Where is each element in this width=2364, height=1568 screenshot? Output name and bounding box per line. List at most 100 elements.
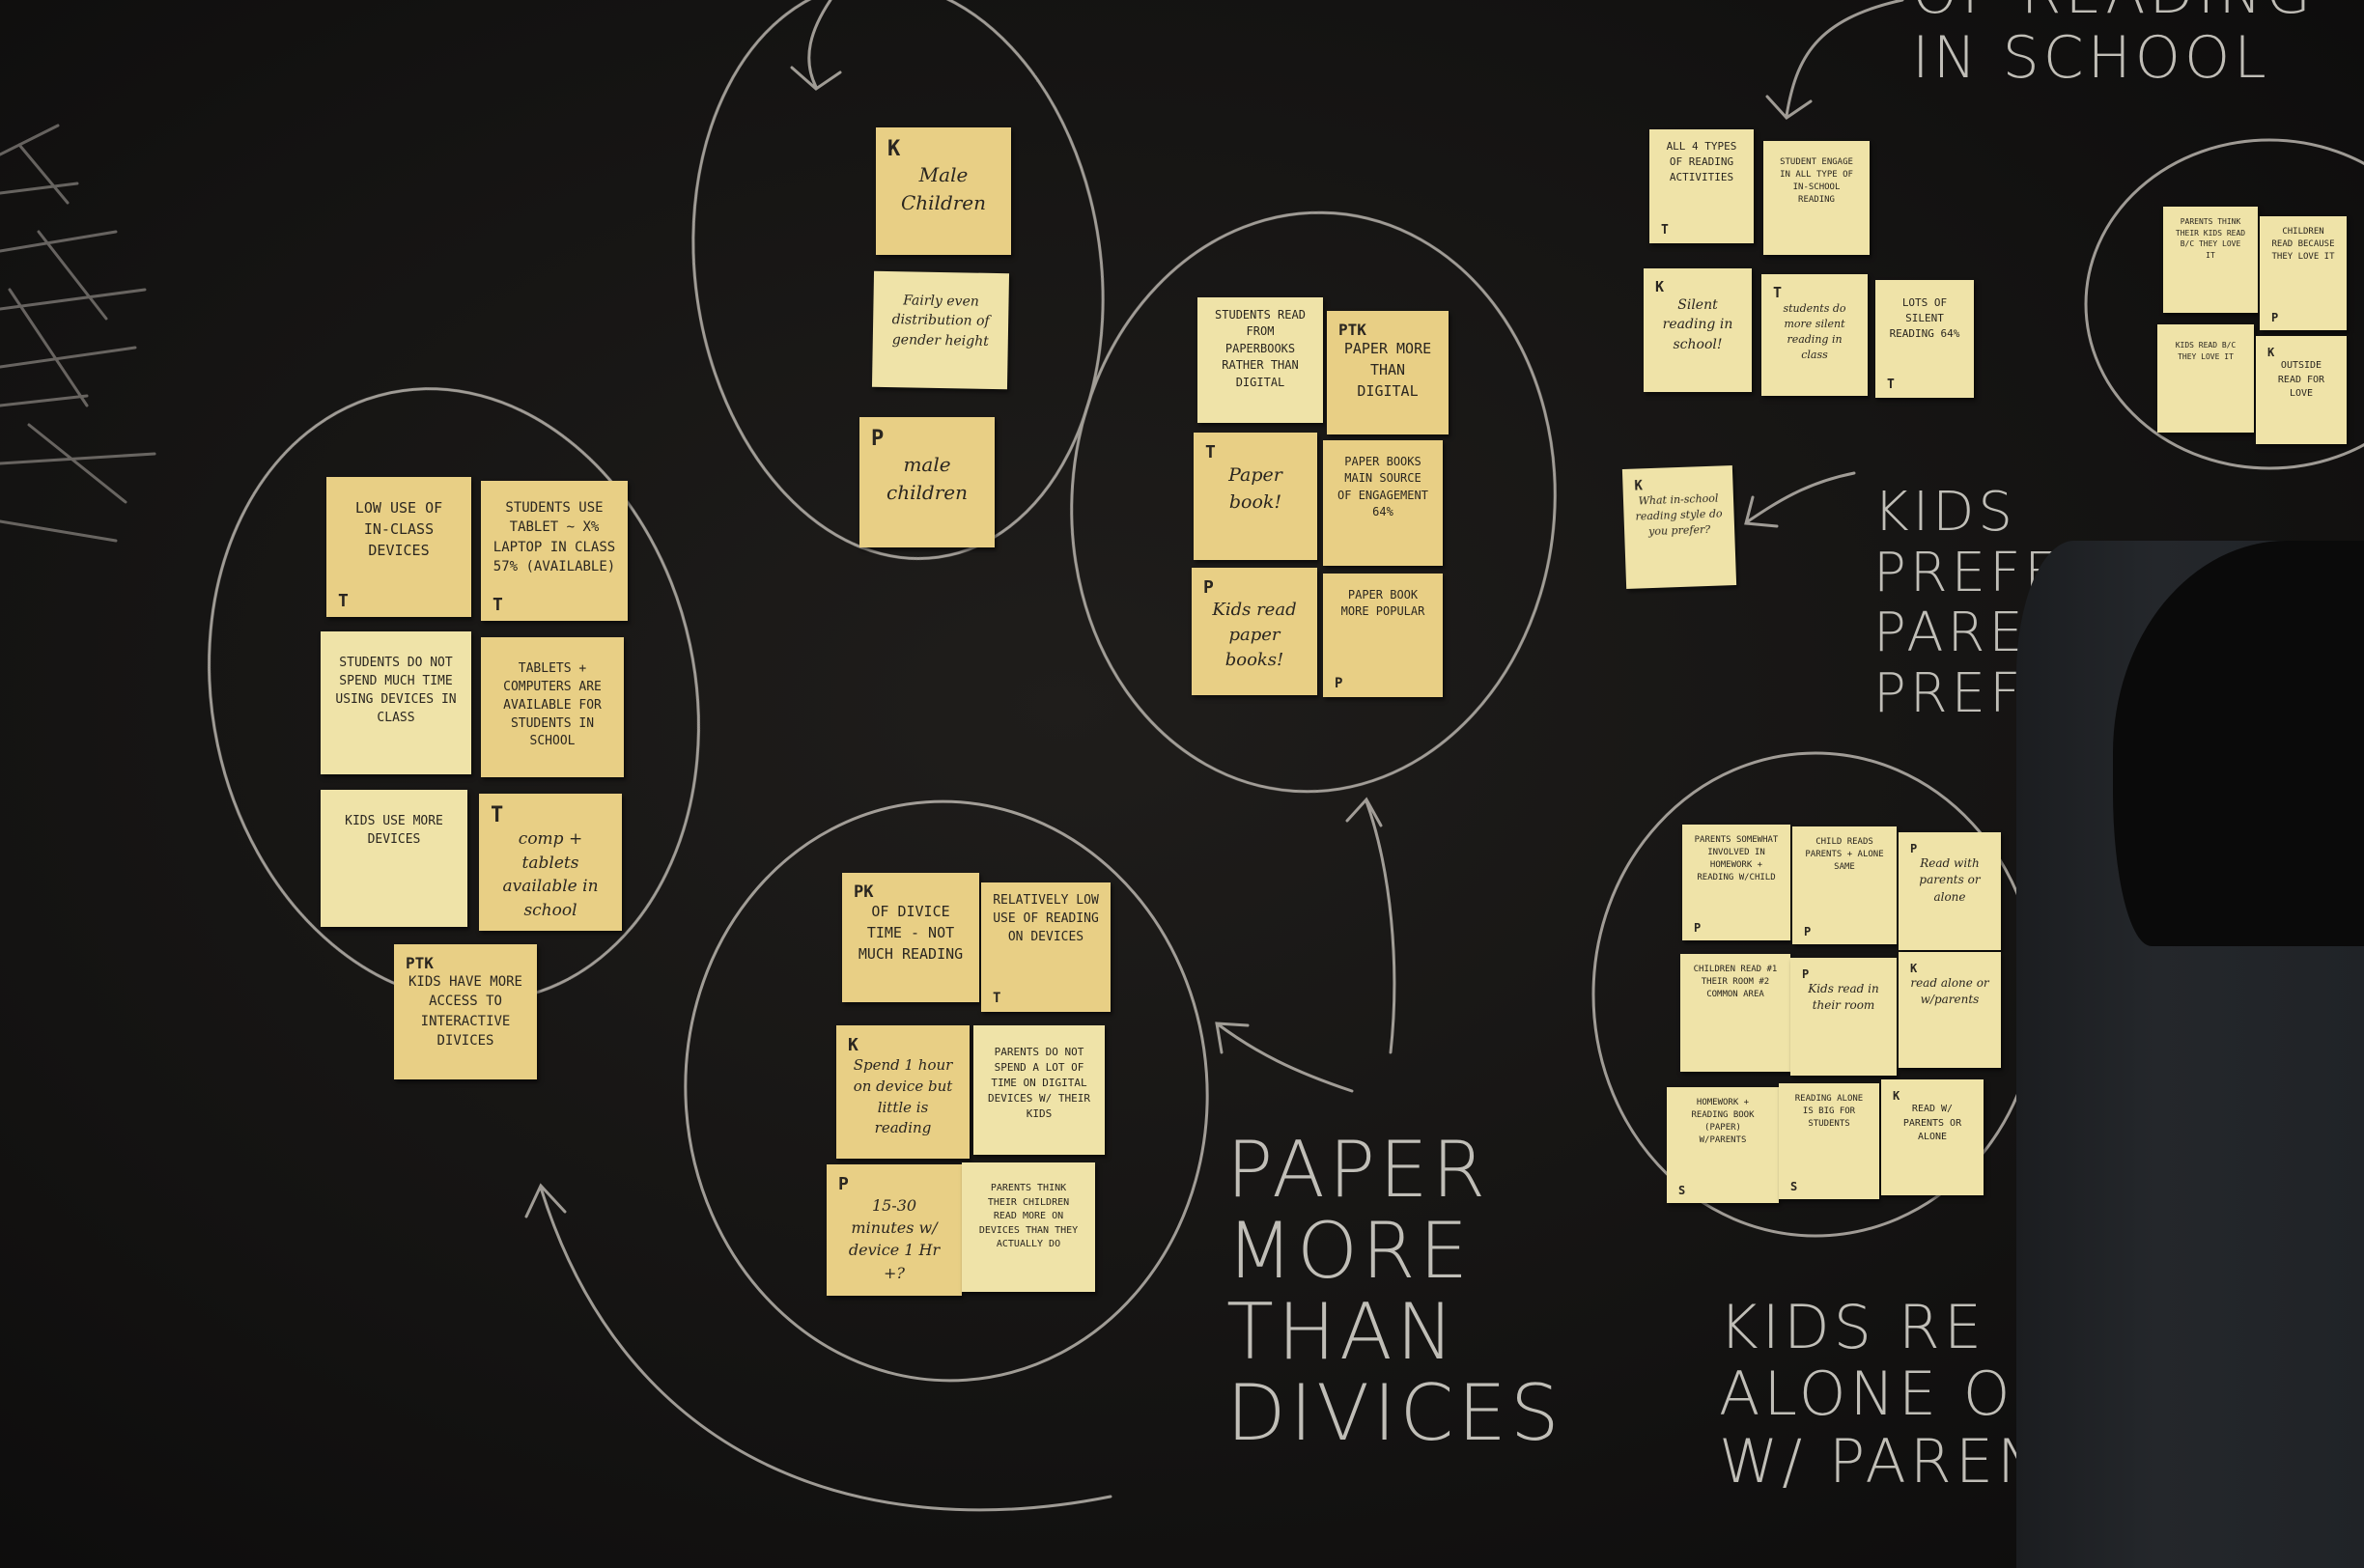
- note-foot: T: [338, 591, 349, 611]
- note-tag: PK: [854, 882, 874, 902]
- sticky-note: Relatively low use of reading on devices…: [981, 882, 1111, 1012]
- note-foot: T: [1887, 378, 1895, 392]
- sticky-note: P Kids read paper books!: [1192, 568, 1317, 695]
- sticky-note: P Read with parents or alone: [1899, 832, 2001, 950]
- note-text: Child reads parents + alone same: [1805, 837, 1884, 873]
- note-text: Kids read in their room: [1808, 982, 1879, 1013]
- note-tag: K: [848, 1035, 858, 1055]
- arrow-reading: [1765, 0, 1904, 120]
- note-tag: P: [1910, 842, 1918, 855]
- note-foot: S: [1678, 1184, 1686, 1197]
- note-text: read alone or w/parents: [1910, 976, 1989, 1007]
- sticky-note: All 4 types of reading activities T: [1649, 129, 1754, 243]
- note-text: Students use tablet ~ x% laptop in class…: [492, 500, 616, 574]
- sticky-note: Students use tablet ~ x% laptop in class…: [481, 481, 628, 621]
- sticky-note: P male children: [859, 417, 995, 547]
- note-tag: K: [887, 137, 901, 161]
- sticky-note: Homework + reading book (paper) w/parent…: [1667, 1087, 1779, 1203]
- note-text: comp + tablets available in school: [502, 829, 599, 920]
- note-text: Male Children: [900, 163, 987, 214]
- note-tag: K: [2267, 346, 2275, 359]
- sticky-note: K Read w/ parents or alone: [1881, 1079, 1984, 1195]
- sticky-note: P 15-30 minutes w/ device 1 Hr +?: [827, 1164, 962, 1296]
- note-text: Parents think their children read more o…: [978, 1183, 1079, 1249]
- sticky-note: PK Of divice time - not much reading: [842, 873, 979, 1002]
- note-text: Read w/ parents or alone: [1902, 1104, 1962, 1142]
- sticky-note: K Silent reading in school!: [1644, 268, 1752, 392]
- sticky-note: T comp + tablets available in school: [479, 794, 622, 931]
- arrow-kids-pref: [1744, 471, 1856, 528]
- sticky-note: Students do not spend much time using de…: [321, 631, 471, 774]
- cluster-circle-time: [684, 799, 1209, 1383]
- note-tag: P: [1802, 967, 1810, 981]
- note-foot: P: [2271, 311, 2279, 324]
- note-text: Paper more than digital: [1343, 340, 1432, 400]
- note-text: Paper books main source of engagement 64…: [1337, 455, 1428, 519]
- sticky-note: Student engage in all type of in-school …: [1763, 141, 1870, 255]
- arrow-bottom-loop: [524, 1183, 1112, 1512]
- note-text: Kids read paper books!: [1212, 600, 1297, 671]
- note-text: Of divice time - not much reading: [858, 903, 964, 963]
- sticky-note: Parents think their children read more o…: [962, 1162, 1095, 1292]
- note-text: Outside read for love: [2277, 360, 2325, 399]
- sticky-note: Reading alone is big for students S: [1779, 1083, 1879, 1199]
- sticky-note: Children read because they love it P: [2260, 216, 2347, 330]
- note-text: Kids have more access to interactive div…: [408, 974, 522, 1049]
- sticky-note: K Spend 1 hour on device but little is r…: [836, 1025, 970, 1159]
- note-text: Children read #1 their room #2 common ar…: [1693, 965, 1778, 1000]
- note-foot: T: [492, 595, 503, 615]
- note-text: Students do not spend much time using de…: [335, 656, 457, 725]
- note-text: Kids use more devices: [345, 814, 443, 847]
- note-tag: PTK: [1338, 321, 1366, 339]
- cluster-circle-love: [2084, 138, 2364, 470]
- note-text: Parents somewhat involved in homework + …: [1694, 835, 1779, 883]
- note-foot: S: [1790, 1180, 1798, 1193]
- note-text: Children read because they love it: [2271, 227, 2335, 263]
- note-tag: P: [1203, 577, 1214, 598]
- note-tag: P: [838, 1174, 849, 1194]
- label-reading-in-school: OF READING IN SCHOOL: [1912, 0, 2311, 93]
- sticky-note: T Paper book!: [1194, 433, 1317, 560]
- note-tag: T: [1205, 442, 1216, 462]
- note-text: Tablets + computers are available for st…: [503, 661, 602, 749]
- sticky-note: Tablets + computers are available for st…: [481, 637, 624, 777]
- sticky-note: K Male Children: [876, 127, 1011, 255]
- note-text: Fairly even distribution of gender heigh…: [891, 293, 990, 350]
- sticky-note: Kids use more devices: [321, 790, 467, 927]
- note-text: Read with parents or alone: [1919, 856, 1981, 904]
- sticky-note: T students do more silent reading in cla…: [1761, 274, 1868, 396]
- sticky-note: Lots of silent reading 64% T: [1875, 280, 1974, 398]
- note-text: Student engage in all type of in-school …: [1780, 157, 1853, 206]
- sticky-note: Fairly even distribution of gender heigh…: [871, 270, 1010, 390]
- note-foot: T: [993, 991, 1001, 1006]
- sticky-note: K Outside read for love: [2256, 336, 2347, 444]
- note-tag: T: [1773, 284, 1783, 301]
- note-foot: T: [1661, 223, 1669, 238]
- note-text: Parents do not spend a lot of time on di…: [988, 1046, 1090, 1120]
- sticky-note: Paper books main source of engagement 64…: [1323, 440, 1443, 566]
- note-foot: P: [1804, 925, 1812, 938]
- arrow-left-paper: [1215, 1022, 1354, 1093]
- sticky-note: PTK Paper more than digital: [1327, 311, 1449, 434]
- note-text: Kids read b/c they love it: [2175, 341, 2237, 361]
- note-tag: P: [871, 427, 885, 451]
- arrow-up-paper: [1345, 797, 1396, 1054]
- note-text: students do more silent reading in class: [1783, 302, 1846, 361]
- note-foot: P: [1694, 921, 1702, 935]
- note-text: Spend 1 hour on device but little is rea…: [853, 1056, 953, 1137]
- sticky-note: Child reads parents + alone same P: [1792, 826, 1897, 944]
- cluster-circle-gender: [691, 0, 1105, 561]
- note-tag: K: [1893, 1089, 1900, 1103]
- note-text: Relatively low use of reading on devices: [993, 893, 1099, 944]
- sticky-note: Children read #1 their room #2 common ar…: [1680, 954, 1790, 1072]
- sticky-note: Kids read b/c they love it: [2157, 324, 2254, 433]
- note-text: male children: [886, 453, 968, 504]
- note-text: Low use of in-class devices: [354, 499, 443, 559]
- arrow-top: [790, 0, 842, 91]
- note-text: All 4 types of reading activities: [1666, 140, 1737, 183]
- note-text: Paper book!: [1228, 464, 1282, 513]
- cluster-circle-paper: [1070, 210, 1557, 794]
